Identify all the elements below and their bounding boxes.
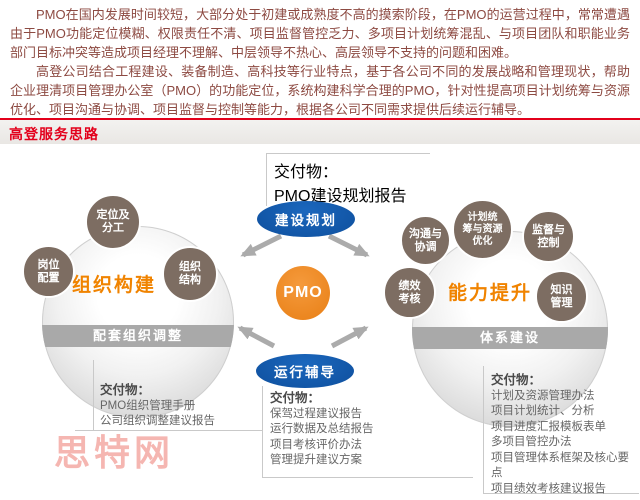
satellite-communication-coordination: 沟通与 协调 [400, 215, 451, 266]
left-underline [75, 430, 263, 431]
deliverables-left-box: 交付物： PMO组织管理手册 公司组织调整建议报告 [100, 383, 215, 430]
deliverable-item: 项目考核评价办法 [270, 438, 362, 451]
satellite-post-allocation: 岗位 配置 [22, 245, 75, 298]
deliverables-top-label: 交付物： [274, 164, 339, 181]
center-connector-line [262, 386, 263, 477]
deliverable-item: PMO建设规划报告 [274, 188, 407, 205]
arrow-top-to-left [240, 233, 283, 258]
section-heading-bar: 高登服务思路 [0, 118, 640, 144]
right-cluster-circle: 体系建设 [412, 231, 608, 427]
satellite-knowledge-management: 知识 管理 [535, 270, 588, 323]
deliverables-center-box: 交付物： 保驾过程建议报告 运行数据及总结报告 项目考核评价办法 管理提升建议方… [270, 391, 374, 469]
center-underline [262, 477, 473, 478]
deliverables-right-box: 交付物： 计划及资源管理办法 项目计划统计、分析 项目进度汇报模板表单 多项目管… [491, 373, 640, 497]
arrow-bottom-to-right [330, 325, 369, 349]
pmo-circle: PMO [276, 266, 330, 320]
right-connector-line [483, 366, 484, 493]
left-cluster-band: 配套组织调整 [42, 325, 234, 347]
right-cluster-title: 能力提升 [447, 283, 532, 304]
right-underline [483, 493, 639, 494]
phase-operation-coaching: 运行辅导 [256, 354, 354, 388]
phase-construction-planning: 建设规划 [257, 201, 355, 237]
intro-paragraph-2: 高登公司结合工程建设、装备制造、高科技等行业特点，基于各公司不同的发展战略和管理… [10, 64, 630, 117]
deliverable-item: 计划及资源管理办法 [491, 389, 595, 402]
deliverable-item: 公司组织调整建议报告 [100, 415, 215, 427]
intro-paragraph-1: PMO在国内发展时间较短，大部分处于初建或成熟度不高的摸索阶段，在PMO的运营过… [10, 7, 630, 60]
deliverable-item: 管理提升建议方案 [270, 454, 362, 466]
deliverable-item: 项目管理体系框架及核心要点 [491, 451, 629, 480]
satellite-supervision-control: 监督与 控制 [522, 210, 575, 263]
arrow-top-to-right [327, 233, 370, 258]
satellite-org-structure: 组织 结构 [162, 246, 218, 302]
section-title: 高登服务思路 [9, 126, 99, 142]
deliverables-right-label: 交付物： [491, 373, 542, 387]
satellite-positioning-division: 定位及 分工 [85, 194, 141, 250]
deliverables-top-box: 交付物： PMO建设规划报告 [266, 153, 430, 206]
right-cluster-band: 体系建设 [412, 327, 608, 349]
deliverable-item: 运行数据及总结报告 [270, 423, 374, 435]
arrow-bottom-to-left [237, 325, 276, 349]
left-cluster-title: 组织构建 [71, 275, 156, 296]
satellite-performance-appraisal: 绩效 考核 [383, 266, 436, 319]
watermark: 思特网 [54, 432, 175, 473]
deliverable-item: 多项目管控办法 [491, 436, 572, 448]
deliverable-item: 项目计划统计、分析 [491, 405, 595, 417]
intro-text: PMO在国内发展时间较短，大部分处于初建或成熟度不高的摸索阶段，在PMO的运营过… [10, 5, 630, 119]
left-connector-line [93, 360, 94, 430]
deliverable-item: 项目进度汇报模板表单 [491, 420, 606, 433]
satellite-planning-resource-optimization: 计划统 筹与资源 优化 [452, 199, 513, 260]
deliverables-left-label: 交付物： [100, 383, 151, 397]
deliverables-center-label: 交付物： [270, 391, 321, 405]
deliverable-item: PMO组织管理手册 [100, 399, 196, 412]
deliverable-item: 保驾过程建议报告 [270, 407, 362, 420]
deliverable-item: 项目绩效考核建议报告 [491, 482, 606, 495]
